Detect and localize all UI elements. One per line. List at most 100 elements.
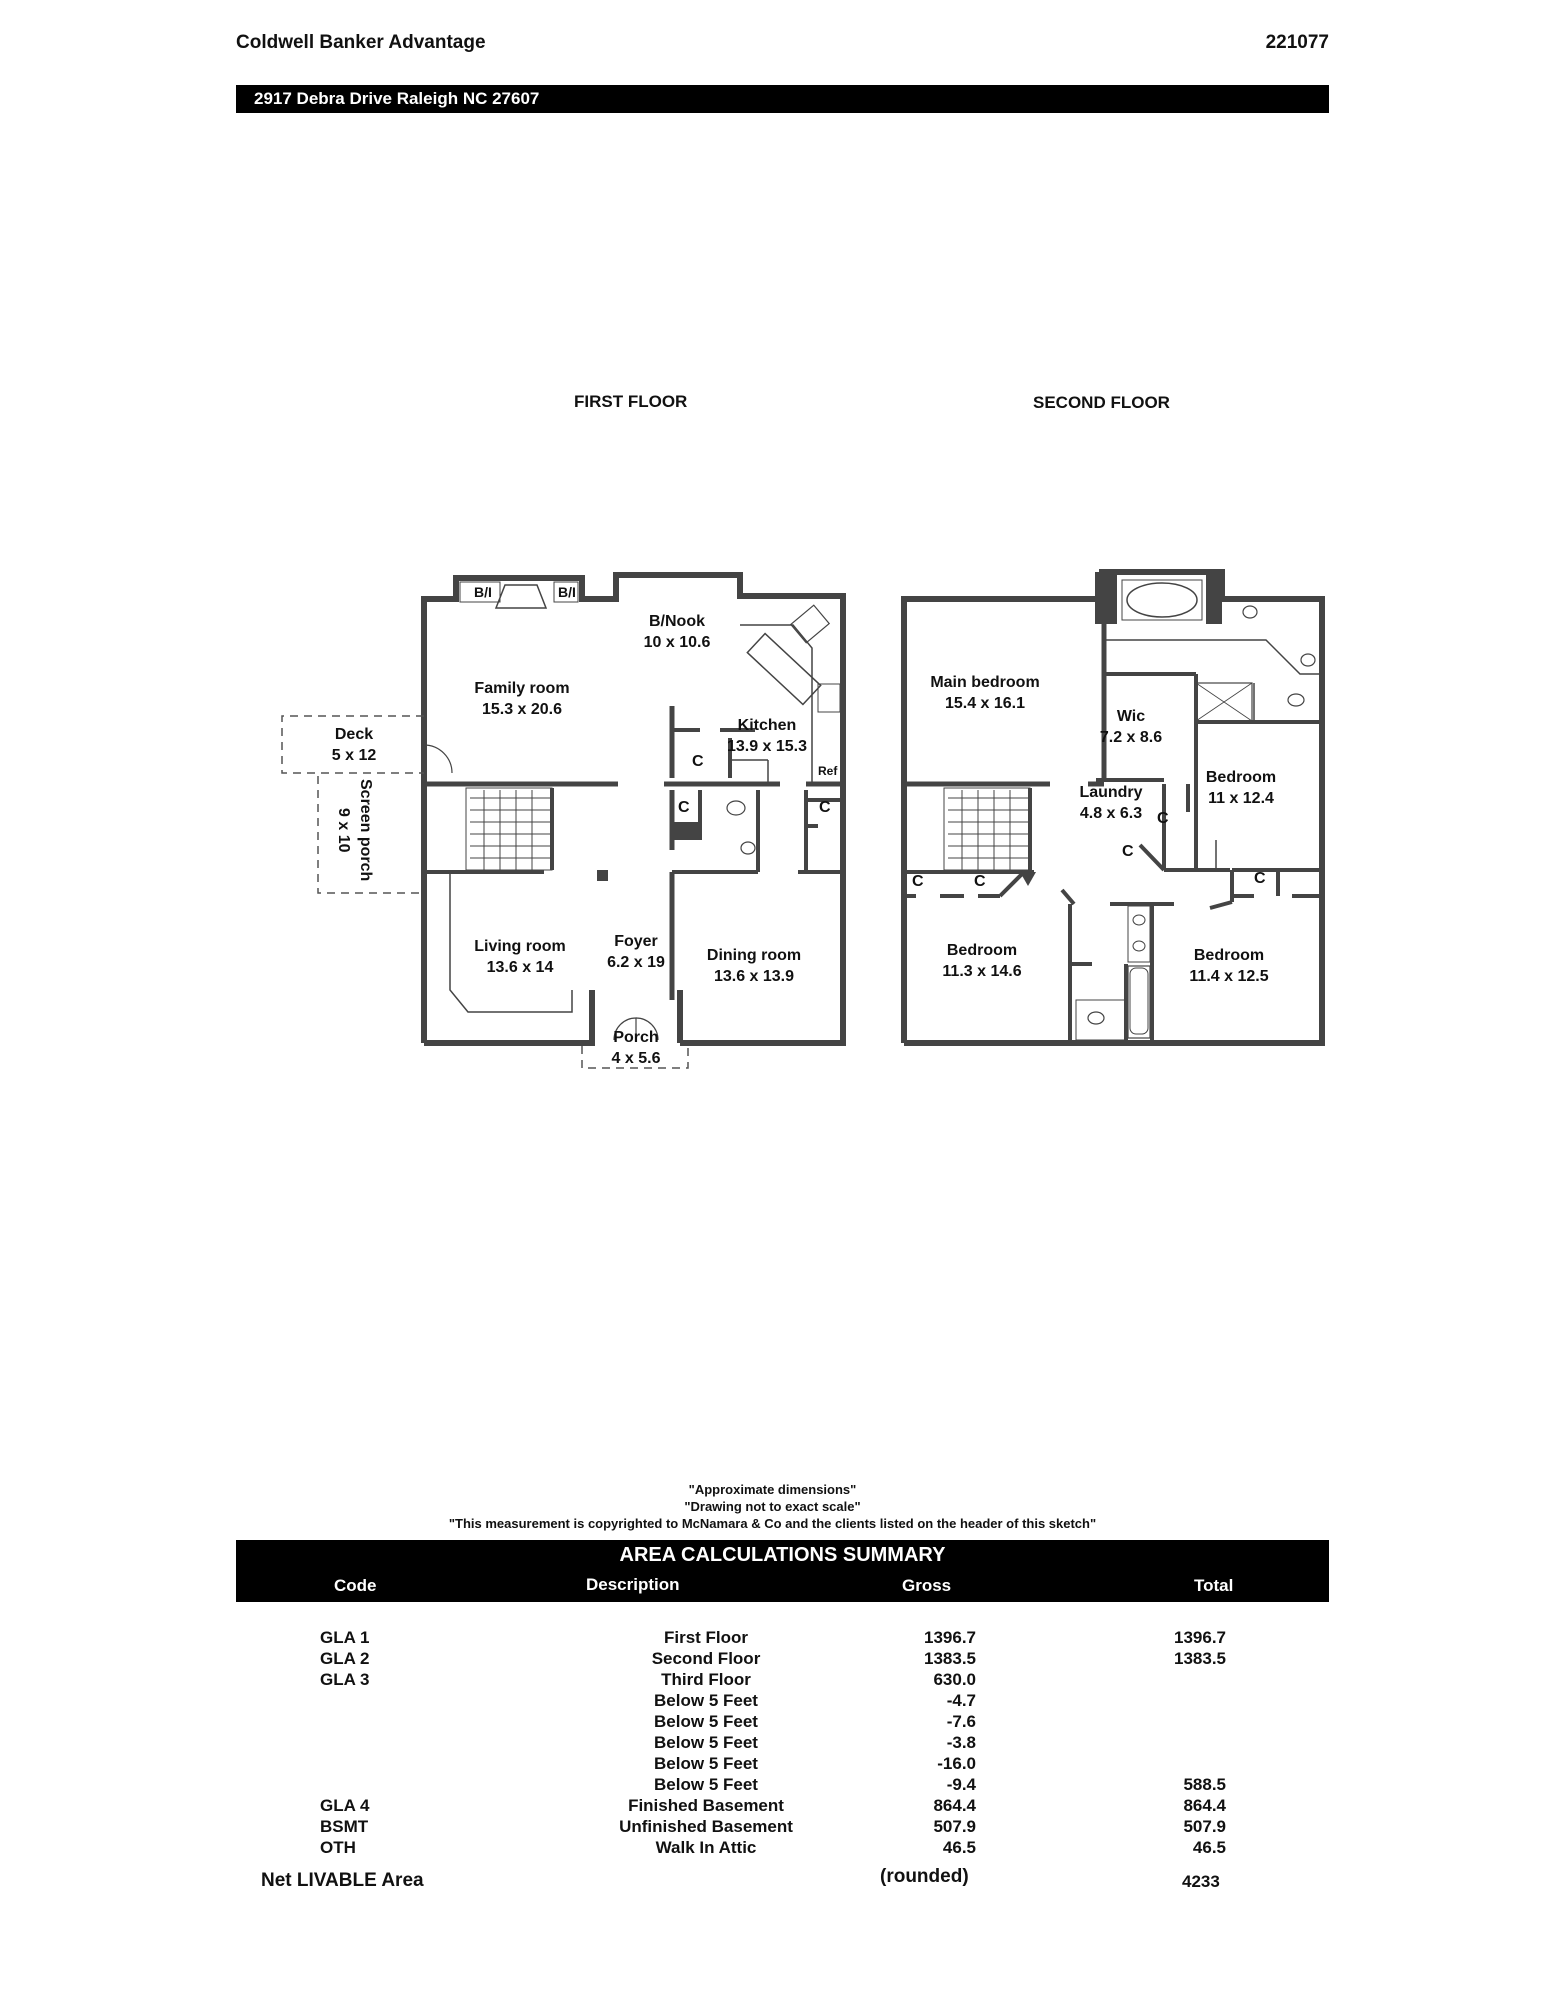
net-livable-label: Net LIVABLE Area (261, 1870, 424, 1891)
closet-label: C (912, 873, 924, 890)
table-row: Below 5 Feet -9.4 588.5 (236, 1775, 1329, 1796)
table-row: GLA 3 Third Floor 630.0 (236, 1670, 1329, 1691)
row-description: Below 5 Feet (654, 1733, 758, 1752)
table-row: BSMT Unfinished Basement 507.9 507.9 (236, 1817, 1329, 1838)
row-code: OTH (320, 1838, 356, 1857)
row-description: Below 5 Feet (654, 1712, 758, 1731)
row-total: 1383.5 (1174, 1649, 1226, 1668)
row-gross: 864.4 (933, 1796, 976, 1815)
row-description: Finished Basement (628, 1796, 784, 1815)
row-description: Second Floor (651, 1649, 761, 1668)
floor-plan-drawing: B/I B/I B/Nook 10 x 10.6 Family room 15.… (281, 569, 1325, 1069)
row-description: Below 5 Feet (654, 1691, 758, 1710)
row-total: 864.4 (1183, 1796, 1226, 1815)
kitchen-name: Kitchen (738, 717, 797, 734)
table-row: Below 5 Feet -3.8 (236, 1733, 1329, 1754)
main-bedroom-name: Main bedroom (930, 674, 1039, 691)
bedroom-1-name: Bedroom (1206, 769, 1276, 786)
row-gross: -4.7 (946, 1691, 976, 1710)
table-row: GLA 4 Finished Basement 864.4 864.4 (236, 1796, 1329, 1817)
dining-room-name: Dining room (707, 947, 801, 964)
row-gross: 630.0 (933, 1670, 976, 1689)
kitchen-dim: 13.9 x 15.3 (727, 738, 807, 755)
bedroom-2-dim: 11.3 x 14.6 (942, 963, 1021, 980)
nook-name: B/Nook (649, 613, 705, 630)
nook-dim: 10 x 10.6 (644, 634, 711, 651)
row-gross: 46.5 (942, 1838, 976, 1857)
address-text: 2917 Debra Drive Raleigh NC 27607 (254, 89, 540, 108)
disclaimer-notes: "Approximate dimensions" "Drawing not to… (0, 1481, 1545, 1532)
note-approximate: "Approximate dimensions" (688, 1482, 857, 1497)
living-room-dim: 13.6 x 14 (487, 959, 554, 976)
row-code: BSMT (320, 1817, 369, 1836)
foyer-name: Foyer (614, 933, 658, 950)
screen-porch-dim: 9 x 10 (335, 808, 352, 853)
row-description: Below 5 Feet (654, 1754, 758, 1773)
bedroom-2-name: Bedroom (947, 942, 1017, 959)
row-description: Third Floor (661, 1670, 751, 1689)
col-total-header: Total (1194, 1576, 1234, 1595)
closet-label: C (819, 799, 831, 816)
main-bedroom-dim: 15.4 x 16.1 (945, 695, 1025, 712)
family-room-dim: 15.3 x 20.6 (482, 701, 562, 718)
porch-name: Porch (613, 1029, 658, 1046)
row-code: GLA 1 (320, 1628, 370, 1647)
note-scale: "Drawing not to exact scale" (684, 1499, 861, 1514)
net-livable-value: 4233 (1182, 1872, 1220, 1891)
living-room-name: Living room (474, 938, 566, 955)
table-row: Below 5 Feet -16.0 (236, 1754, 1329, 1775)
row-description: Unfinished Basement (619, 1817, 793, 1836)
porch-dim: 4 x 5.6 (612, 1050, 661, 1067)
row-code: GLA 3 (320, 1670, 370, 1689)
row-description: Walk In Attic (655, 1838, 757, 1857)
second-floor-label: SECOND FLOOR (1033, 393, 1170, 412)
row-gross: -16.0 (937, 1754, 976, 1773)
col-gross-header: Gross (902, 1576, 952, 1595)
laundry-name: Laundry (1079, 784, 1142, 801)
closet-label: C (678, 799, 690, 816)
table-row: GLA 2 Second Floor 1383.5 1383.5 (236, 1649, 1329, 1670)
row-gross: -7.6 (946, 1712, 976, 1731)
dining-room-dim: 13.6 x 13.9 (714, 968, 794, 985)
row-gross: 1396.7 (924, 1628, 976, 1647)
closet-label: C (692, 753, 704, 770)
bedroom-1-dim: 11 x 12.4 (1208, 790, 1274, 807)
row-gross: 507.9 (933, 1817, 976, 1836)
table-row: Below 5 Feet -4.7 (236, 1691, 1329, 1712)
foyer-dim: 6.2 x 19 (607, 954, 665, 971)
col-description-header: Description (586, 1575, 680, 1594)
row-total: 507.9 (1183, 1817, 1226, 1836)
row-gross: 1383.5 (924, 1649, 976, 1668)
deck-dim: 5 x 12 (332, 747, 377, 764)
screen-porch-name: Screen porch (357, 779, 374, 881)
closet-label: C (974, 873, 986, 890)
builtin-right-label: B/I (558, 584, 576, 600)
table-row: OTH Walk In Attic 46.5 46.5 (236, 1838, 1329, 1859)
summary-header: AREA CALCULATIONS SUMMARY Code Descripti… (236, 1540, 1329, 1602)
address-bar: 2917 Debra Drive Raleigh NC 27607 (236, 85, 1329, 113)
row-total: 588.5 (1183, 1775, 1226, 1794)
table-row: Below 5 Feet -7.6 (236, 1712, 1329, 1733)
note-copyright: "This measurement is copyrighted to McNa… (448, 1516, 1097, 1531)
row-gross: -9.4 (946, 1775, 976, 1794)
deck-name: Deck (335, 726, 373, 743)
first-floor-plan: B/I B/I B/Nook 10 x 10.6 Family room 15.… (281, 572, 846, 1069)
refrigerator-label: Ref (818, 764, 838, 778)
row-total: 1396.7 (1174, 1628, 1226, 1647)
net-rounded-note: (rounded) (880, 1866, 969, 1887)
summary-title: AREA CALCULATIONS SUMMARY (619, 1544, 946, 1566)
wic-name: Wic (1117, 708, 1145, 725)
builtin-left-label: B/I (474, 584, 492, 600)
wic-dim: 7.2 x 8.6 (1100, 729, 1162, 746)
company-name: Coldwell Banker Advantage (236, 32, 486, 53)
row-gross: -3.8 (946, 1733, 976, 1752)
table-row: GLA 1 First Floor 1396.7 1396.7 (236, 1628, 1329, 1649)
document-id: 221077 (1265, 32, 1329, 53)
bedroom-3-dim: 11.4 x 12.5 (1189, 968, 1268, 985)
closet-label: C (1157, 810, 1169, 827)
row-total: 46.5 (1192, 1838, 1226, 1857)
family-room-name: Family room (474, 680, 569, 697)
row-code: GLA 2 (320, 1649, 370, 1668)
closet-label: C (1254, 870, 1266, 887)
bedroom-3-name: Bedroom (1194, 947, 1264, 964)
